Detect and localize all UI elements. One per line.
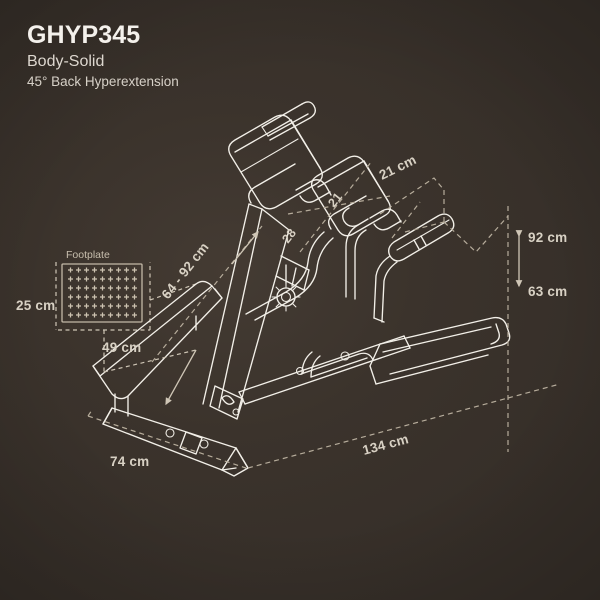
- front-base: [102, 407, 249, 477]
- rear-foot: [300, 316, 511, 385]
- dim-pad-width: 21: [325, 190, 345, 210]
- dimension-labels: 25 cm 49 cm 64 - 92 cm 28 21 21 cm 92 cm…: [16, 152, 567, 469]
- dim-base-length: 134 cm: [361, 431, 410, 458]
- back-pad-lower: [287, 155, 402, 253]
- handle-bar: [373, 213, 455, 323]
- dim-handle-offset: 21 cm: [377, 152, 419, 183]
- page-title: GHYP345: [27, 21, 141, 49]
- dim-base-width: 74 cm: [110, 454, 149, 469]
- footplate-detail: Footplate: [55, 249, 197, 372]
- top-post: [261, 101, 316, 141]
- brand-label: Body-Solid: [27, 53, 105, 70]
- title-block: GHYP345 Body-Solid 45° Back Hyperextensi…: [27, 22, 179, 91]
- dim-pad-depth: 28: [279, 226, 299, 246]
- dim-footplate-width: 49 cm: [102, 340, 141, 355]
- handle-arm-lower: [342, 207, 369, 300]
- frame-rail: [238, 335, 411, 405]
- dim-footplate-height: 25 cm: [16, 298, 55, 313]
- dim-seat-height: 63 cm: [528, 284, 567, 299]
- dimension-lines: [87, 177, 561, 469]
- machine-footplate: [92, 280, 223, 417]
- dim-overall-height: 92 cm: [528, 230, 567, 245]
- footplate-grid: [68, 267, 137, 318]
- footplate-label: Footplate: [66, 249, 110, 261]
- machine-drawing: [92, 101, 511, 477]
- back-pad-upper: [228, 114, 332, 210]
- product-description: 45° Back Hyperextension: [27, 74, 179, 89]
- pad-support-arm: [245, 231, 334, 321]
